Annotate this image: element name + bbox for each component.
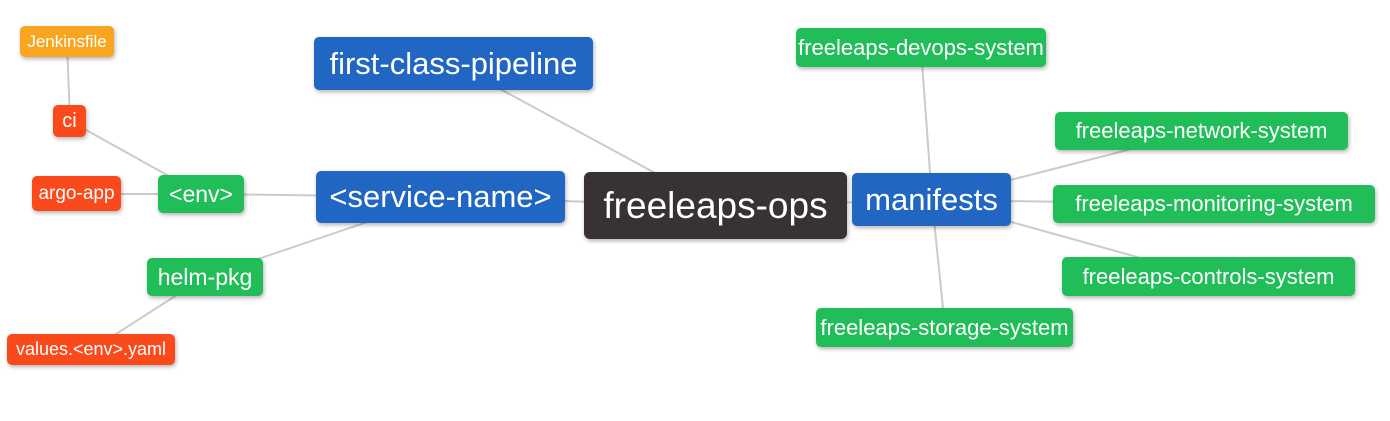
- node-service-name[interactable]: <service-name>: [316, 171, 565, 223]
- node-env[interactable]: <env>: [158, 175, 244, 213]
- node-freeleaps-devops-system[interactable]: freeleaps-devops-system: [796, 28, 1046, 67]
- node-manifests[interactable]: manifests: [852, 173, 1011, 226]
- node-freeleaps-ops[interactable]: freeleaps-ops: [584, 172, 847, 239]
- node-jenkinsfile[interactable]: Jenkinsfile: [20, 26, 114, 57]
- node-argo-app[interactable]: argo-app: [32, 176, 121, 211]
- node-freeleaps-storage-system[interactable]: freeleaps-storage-system: [816, 308, 1073, 347]
- node-helm-pkg[interactable]: helm-pkg: [147, 258, 263, 296]
- node-values-env-yaml[interactable]: values.<env>.yaml: [7, 334, 175, 365]
- node-freeleaps-controls-system[interactable]: freeleaps-controls-system: [1062, 257, 1355, 296]
- node-ci[interactable]: ci: [53, 105, 86, 137]
- node-freeleaps-network-system[interactable]: freeleaps-network-system: [1055, 112, 1348, 150]
- node-freeleaps-monitoring-system[interactable]: freeleaps-monitoring-system: [1053, 185, 1375, 223]
- node-first-class-pipeline[interactable]: first-class-pipeline: [314, 37, 593, 90]
